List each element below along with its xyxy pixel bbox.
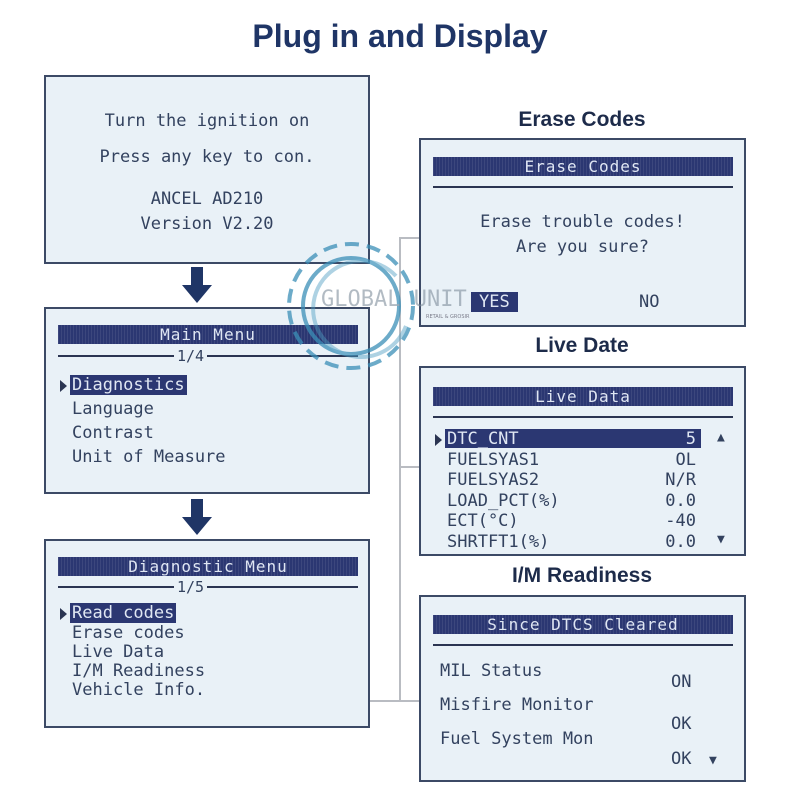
diagnostic-menu-screen: Diagnostic Menu 1/5 Read codes Erase cod… [44, 539, 370, 728]
live-data-row-value: 5 [685, 429, 696, 449]
im-row-value: ON [671, 672, 692, 692]
diagnostic-menu-header: Diagnostic Menu [58, 557, 358, 576]
device-name: ANCEL AD210 [150, 189, 264, 209]
menu-item-erase-codes[interactable]: Erase codes [72, 623, 185, 643]
down-arrow-icon [182, 267, 212, 303]
erase-codes-heading: Erase Codes [518, 108, 646, 131]
no-button[interactable]: NO [639, 292, 660, 312]
divider [58, 355, 358, 357]
selection-pointer-icon [435, 434, 442, 446]
divider [433, 186, 733, 188]
menu-item-im-readiness[interactable]: I/M Readiness [72, 661, 206, 681]
connector-line [369, 700, 419, 702]
startup-screen: Turn the ignition on Press any key to co… [44, 75, 370, 264]
scroll-down-icon[interactable]: ▼ [717, 532, 725, 547]
menu-item-unit-of-measure[interactable]: Unit of Measure [72, 447, 226, 467]
live-data-row-value: 0.0 [665, 490, 696, 511]
im-row-value: OK [671, 714, 692, 734]
svg-text:RETAIL & GROSIR: RETAIL & GROSIR [426, 314, 470, 320]
page-title: Plug in and Display [252, 18, 548, 54]
erase-prompt-line: Erase trouble codes! [480, 212, 685, 232]
divider [58, 586, 358, 588]
device-version: Version V2.20 [140, 214, 274, 234]
erase-codes-screen: Erase Codes Erase trouble codes! Are you… [419, 138, 746, 327]
menu-item-diagnostics[interactable]: Diagnostics [70, 375, 187, 395]
page-indicator: 1/5 [174, 580, 208, 595]
im-row-label: Fuel System Mon [440, 729, 594, 749]
live-data-row-label[interactable]: SHRTFT1(%) [447, 531, 550, 552]
menu-item-read-codes[interactable]: Read codes [70, 603, 177, 623]
connector-line [399, 237, 419, 239]
down-arrow-icon [182, 499, 212, 535]
connector-line [399, 466, 419, 468]
live-data-row-label[interactable]: LOAD_PCT(%) [447, 490, 560, 511]
menu-item-live-data[interactable]: Live Data [72, 642, 165, 662]
im-row-value: OK [671, 749, 692, 769]
live-data-row-label[interactable]: ECT(°C) [447, 511, 519, 531]
erase-codes-header: Erase Codes [433, 157, 733, 176]
svg-text:GLOBAL UNIT: GLOBAL UNIT [321, 287, 467, 312]
live-data-header: Live Data [433, 387, 733, 406]
selection-pointer-icon [60, 608, 67, 620]
live-data-heading: Live Date [535, 334, 629, 357]
im-row-label: MIL Status [440, 661, 543, 681]
live-data-row-value: -40 [665, 511, 696, 531]
live-data-row-value: 0.0 [665, 531, 696, 552]
live-data-row-label[interactable]: FUELSYAS2 [447, 470, 540, 490]
scroll-down-icon[interactable]: ▼ [709, 753, 717, 768]
selection-pointer-icon [60, 380, 67, 392]
menu-item-language[interactable]: Language [72, 399, 154, 419]
divider [433, 416, 733, 418]
live-data-row-label[interactable]: FUELSYAS1 [447, 449, 540, 470]
startup-line: Press any key to con. [99, 147, 315, 167]
live-data-row-value: N/R [665, 470, 696, 490]
scroll-up-icon[interactable]: ▲ [717, 430, 725, 445]
im-readiness-screen: Since DTCS Cleared MIL Status ON Misfire… [419, 595, 746, 782]
global-unit-watermark-logo: GLOBAL UNIT RETAIL & GROSIR [287, 242, 470, 370]
startup-line: Turn the ignition on [104, 111, 310, 131]
yes-button[interactable]: YES [471, 292, 518, 312]
live-data-row-label[interactable]: DTC_CNT [447, 429, 519, 449]
main-menu-header: Main Menu [58, 325, 358, 344]
erase-confirm-line: Are you sure? [515, 237, 650, 257]
page-indicator: 1/4 [174, 349, 208, 364]
im-readiness-heading: I/M Readiness [511, 564, 653, 587]
im-readiness-header: Since DTCS Cleared [433, 615, 733, 634]
menu-item-vehicle-info[interactable]: Vehicle Info. [72, 680, 206, 700]
selected-row-highlight [445, 429, 701, 448]
live-data-row-value: OL [675, 449, 696, 470]
connector-line [399, 237, 401, 701]
divider [433, 644, 733, 646]
menu-item-contrast[interactable]: Contrast [72, 423, 154, 443]
im-row-label: Misfire Monitor [440, 695, 594, 715]
